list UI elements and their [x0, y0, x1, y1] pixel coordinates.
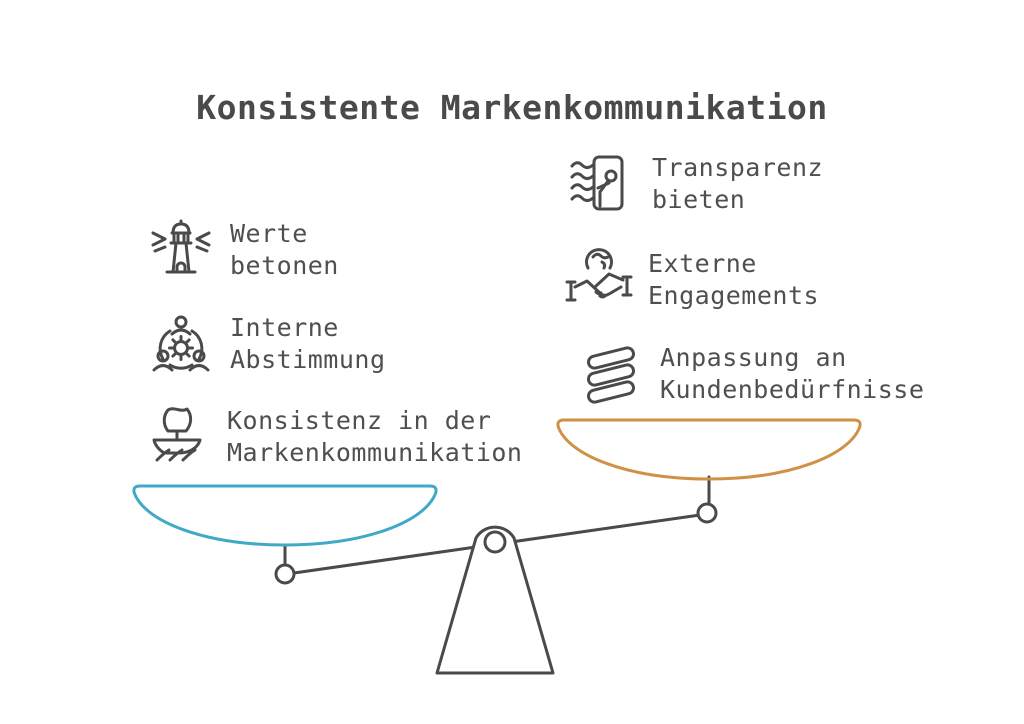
item-label: Externe Engagements — [648, 246, 819, 312]
scale-pedestal — [435, 525, 555, 675]
item-label: Transparenz bieten — [652, 150, 823, 216]
list-item-externe-engagements: Externe Engagements — [564, 246, 819, 316]
right-joint — [696, 502, 718, 524]
lighthouse-icon — [146, 216, 216, 286]
item-label: Werte betonen — [230, 216, 339, 282]
transparency-door-icon — [568, 150, 638, 220]
item-label-line: Kundenbedürfnisse — [660, 375, 925, 404]
item-label-line: Abstimmung — [230, 345, 386, 374]
item-label: Interne Abstimmung — [230, 310, 386, 376]
handshake-globe-icon — [564, 246, 634, 316]
item-label-line: Markenkommunikation — [227, 438, 523, 467]
left-joint — [274, 563, 296, 585]
fulcrum-pivot — [483, 530, 507, 554]
list-item-transparenz: Transparenz bieten — [568, 150, 823, 220]
sailboat-icon — [143, 403, 213, 473]
item-label-line: Anpassung an — [660, 343, 847, 372]
item-label-line: Konsistenz in der — [227, 406, 492, 435]
page-title: Konsistente Markenkommunikation — [196, 88, 828, 127]
team-gear-icon — [146, 310, 216, 380]
left-pan — [132, 484, 438, 547]
list-item-interne-abstimmung: Interne Abstimmung — [146, 310, 386, 380]
list-item-werte-betonen: Werte betonen — [146, 216, 339, 286]
list-item-anpassung: Anpassung an Kundenbedürfnisse — [576, 340, 924, 410]
item-label: Konsistenz in der Markenkommunikation — [227, 403, 522, 469]
item-label-line: Interne — [230, 313, 339, 342]
list-item-konsistenz: Konsistenz in der Markenkommunikation — [143, 403, 522, 473]
item-label-line: Engagements — [648, 281, 820, 310]
item-label-line: Externe — [648, 249, 757, 278]
item-label-line: Transparenz — [652, 153, 824, 182]
spring-icon — [576, 340, 646, 410]
item-label-line: bieten — [652, 185, 746, 214]
right-pan — [556, 418, 862, 481]
item-label-line: betonen — [230, 251, 339, 280]
item-label: Anpassung an Kundenbedürfnisse — [660, 340, 924, 406]
item-label-line: Werte — [230, 219, 308, 248]
